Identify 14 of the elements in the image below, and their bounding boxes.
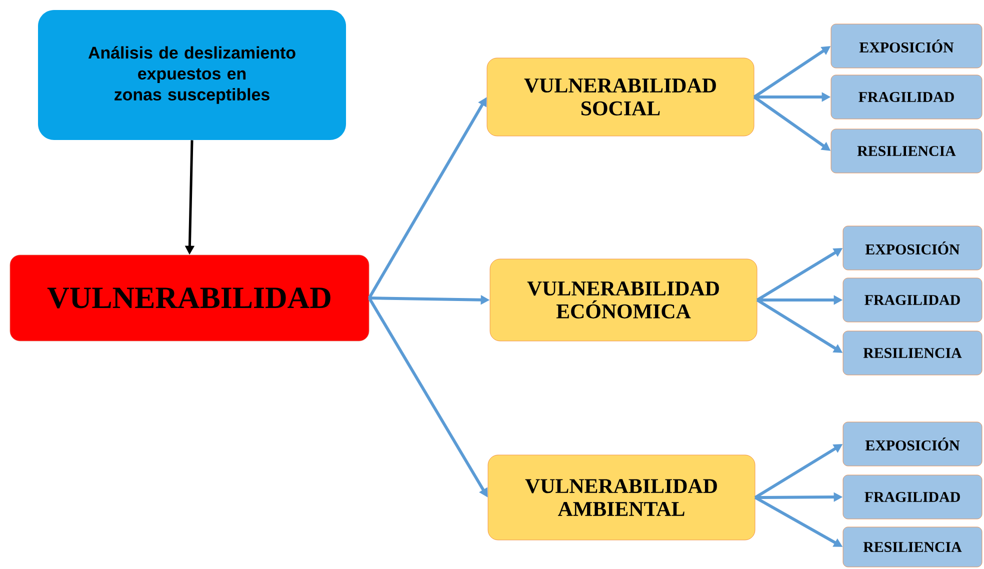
- factor-box: RESILIENCIA: [842, 526, 982, 568]
- category-box: VULNERABILIDAD ECÓNOMICA: [490, 258, 758, 342]
- factor-box: EXPOSICIÓN: [842, 226, 982, 270]
- factor-box: RESILIENCIA: [830, 128, 982, 174]
- factor-box: RESILIENCIA: [842, 330, 982, 376]
- category-box: VULNERABILIDAD AMBIENTAL: [488, 454, 756, 540]
- factor-box: FRAGILIDAD: [842, 278, 982, 322]
- factor-box: FRAGILIDAD: [830, 74, 982, 120]
- factor-box: FRAGILIDAD: [842, 474, 982, 520]
- category-box: VULNERABILIDAD SOCIAL: [486, 58, 754, 136]
- factor-box: EXPOSICIÓN: [830, 24, 982, 68]
- box-source: Análisis de deslizamiento expuestos en zonas susceptibles: [38, 10, 346, 140]
- factor-box: EXPOSICIÓN: [842, 422, 982, 466]
- main-box: VULNERABILIDAD: [10, 254, 370, 342]
